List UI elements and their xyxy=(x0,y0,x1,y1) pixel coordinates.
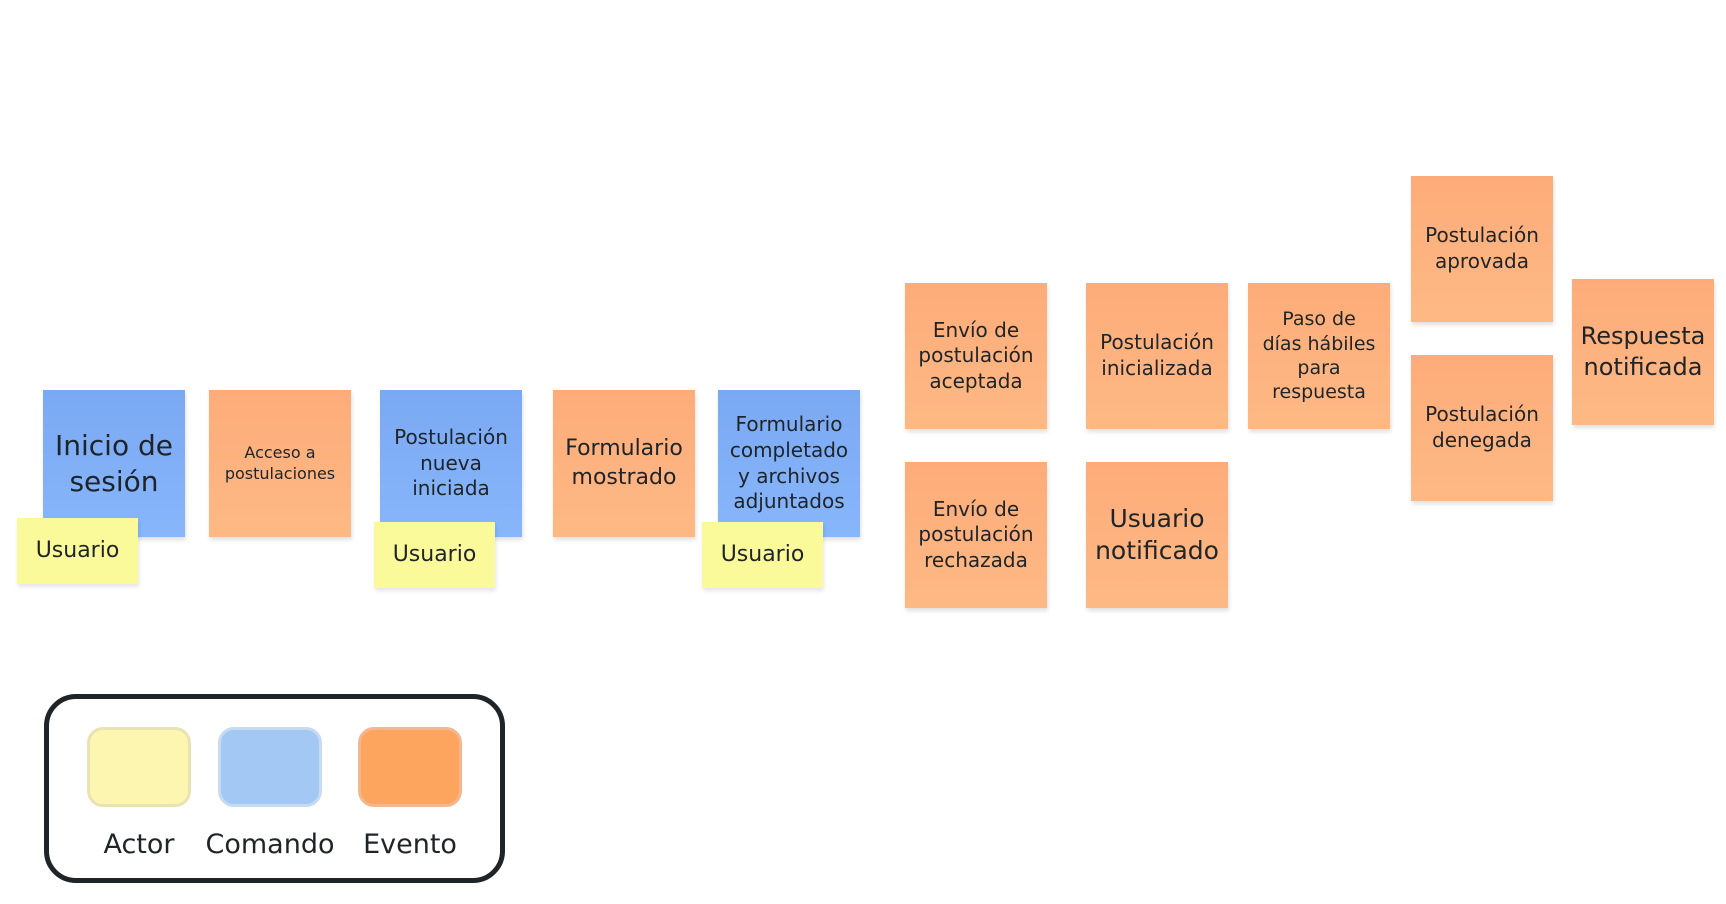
actor-usuario-3-text: Usuario xyxy=(720,541,805,567)
command-postulacion-nueva-text: Postulación nueva iniciada xyxy=(394,425,508,501)
legend-actor-swatch xyxy=(87,727,191,807)
command-formulario-completado[interactable]: Formulario completado y archivos adjunta… xyxy=(718,390,860,537)
event-envio-postulacion-rechazada[interactable]: Envío de postulación rechazada xyxy=(905,462,1047,608)
legend-comando-label: Comando xyxy=(205,829,335,860)
actor-usuario-3[interactable]: Usuario xyxy=(702,522,823,588)
event-postulacion-inicializada[interactable]: Postulación inicializada xyxy=(1086,283,1228,429)
event-postulacion-inicializada-text: Postulación inicializada xyxy=(1100,330,1214,380)
legend-evento-label: Evento xyxy=(363,829,457,860)
legend-comando-swatch xyxy=(218,727,322,807)
event-postulacion-aprovada-text: Postulación aprovada xyxy=(1425,223,1539,273)
event-envio-aceptada-text: Envío de postulación aceptada xyxy=(918,317,1034,393)
actor-usuario-1-text: Usuario xyxy=(35,537,120,563)
event-formulario-mostrado-text: Formulario mostrado xyxy=(565,436,683,490)
event-paso-de-dias-habiles[interactable]: Paso de días hábiles para respuesta xyxy=(1248,283,1390,429)
event-postulacion-aprovada[interactable]: Postulación aprovada xyxy=(1411,176,1553,322)
actor-usuario-1[interactable]: Usuario xyxy=(17,518,138,584)
legend-evento-swatch xyxy=(358,727,462,807)
event-respuesta-notificada[interactable]: Respuesta notificada xyxy=(1572,279,1714,425)
event-envio-rechazada-text: Envío de postulación rechazada xyxy=(918,496,1034,572)
event-formulario-mostrado[interactable]: Formulario mostrado xyxy=(553,390,695,537)
event-postulacion-denegada[interactable]: Postulación denegada xyxy=(1411,355,1553,501)
legend: Actor Comando Evento xyxy=(44,694,505,883)
command-postulacion-nueva-iniciada[interactable]: Postulación nueva iniciada xyxy=(380,390,522,537)
event-postulacion-denegada-text: Postulación denegada xyxy=(1425,402,1539,452)
event-acceso-a-postulaciones[interactable]: Acceso a postulaciones xyxy=(209,390,351,537)
actor-usuario-2[interactable]: Usuario xyxy=(374,522,495,588)
legend-actor-label: Actor xyxy=(103,829,175,860)
event-usuario-notificado[interactable]: Usuario notificado xyxy=(1086,462,1228,608)
command-inicio-de-sesion-text: Inicio de sesión xyxy=(55,428,173,498)
actor-usuario-2-text: Usuario xyxy=(392,541,477,567)
command-formulario-completado-text: Formulario completado y archivos adjunta… xyxy=(729,412,849,514)
event-paso-de-dias-text: Paso de días hábiles para respuesta xyxy=(1262,308,1376,404)
event-envio-postulacion-aceptada[interactable]: Envío de postulación aceptada xyxy=(905,283,1047,429)
event-acceso-a-postulaciones-text: Acceso a postulaciones xyxy=(224,443,336,483)
event-respuesta-notificada-text: Respuesta notificada xyxy=(1580,322,1706,381)
command-inicio-de-sesion[interactable]: Inicio de sesión xyxy=(43,390,185,537)
event-usuario-notificado-text: Usuario notificado xyxy=(1095,504,1219,565)
